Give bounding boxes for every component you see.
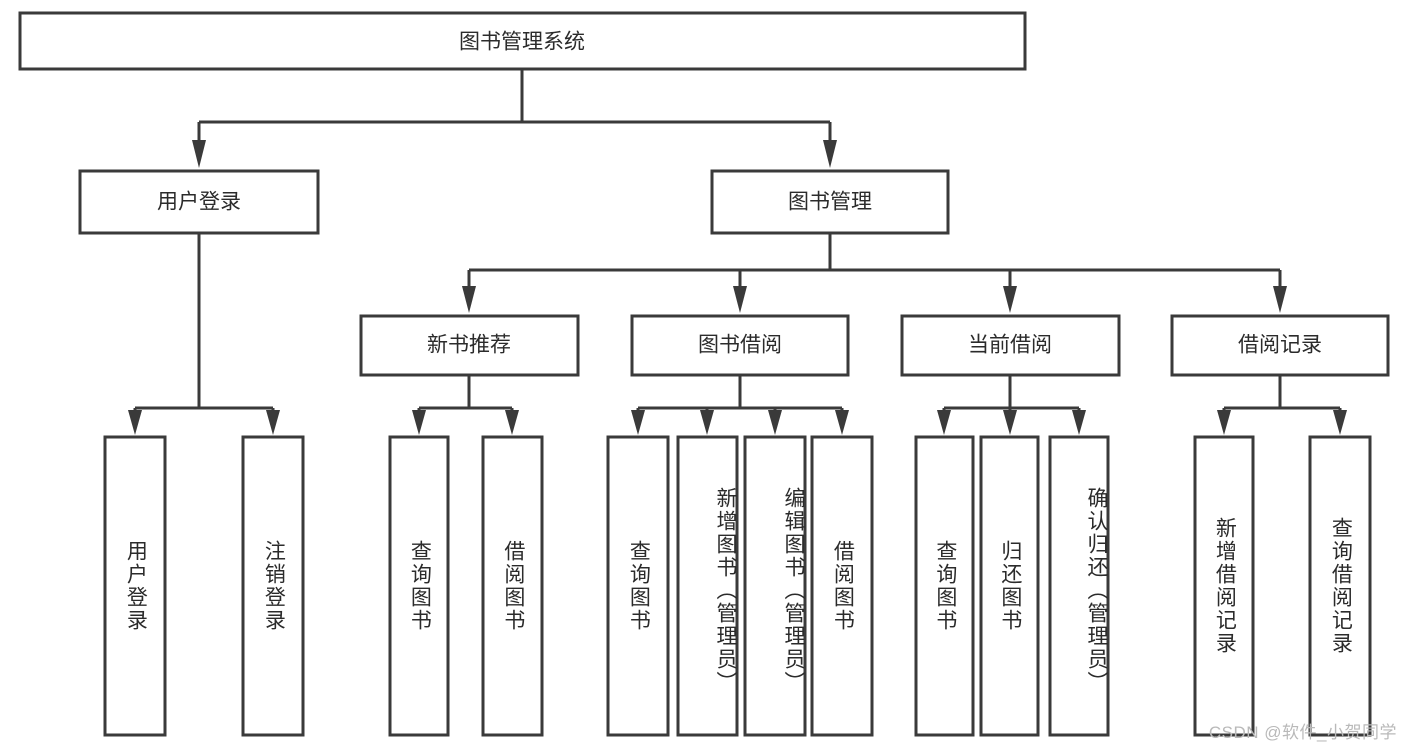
arrowhead-new-book-rec (462, 286, 476, 313)
arrowhead-leaf-query-book-1 (412, 410, 426, 435)
arrowhead-leaf-query-book-3 (937, 410, 951, 435)
leaf-box-edit-book[interactable] (743, 435, 807, 737)
arrowhead-book-manage (823, 140, 837, 168)
arrowhead-book-borrow (733, 286, 747, 313)
node-book-manage-box[interactable] (710, 169, 950, 235)
arrowhead-leaf-borrow-book-2 (835, 410, 849, 435)
node-root-box[interactable] (18, 11, 1027, 71)
leaf-box-borrow-book-2[interactable] (810, 435, 874, 737)
arrowhead-leaf-query-book-2 (631, 410, 645, 435)
arrowhead-borrow-record (1273, 286, 1287, 313)
arrowhead-leaf-add-book (700, 410, 714, 435)
arrowhead-leaf-query-record (1333, 410, 1347, 435)
node-borrow-record-box[interactable] (1170, 314, 1390, 377)
connector-group-current-borrow (937, 375, 1086, 435)
connector-group-borrow-record (1217, 375, 1347, 435)
arrowhead-user-login (192, 140, 206, 168)
arrowhead-leaf-user-login (128, 410, 142, 435)
leaf-box-query-record[interactable] (1308, 435, 1372, 737)
node-book-manage[interactable]: 图书管理 (710, 169, 950, 235)
node-root-label: 图书管理系统 (459, 31, 585, 54)
arrowhead-leaf-confirm-return (1072, 410, 1086, 435)
node-book-borrow-box[interactable] (630, 314, 850, 377)
node-new-book-rec-box[interactable] (359, 314, 580, 377)
node-book-borrow-label: 图书借阅 (698, 334, 782, 357)
connector-group-book-manage (462, 233, 1287, 313)
connector-group-root (192, 69, 837, 168)
node-book-manage-label: 图书管理 (788, 191, 872, 214)
arrowhead-leaf-add-record (1217, 410, 1231, 435)
node-user-login[interactable]: 用户登录 (78, 169, 320, 235)
leaf-box-return-book[interactable] (979, 435, 1040, 737)
node-new-book-rec-label: 新书推荐 (427, 334, 511, 357)
leaf-box-confirm-return[interactable] (1048, 435, 1110, 737)
leaf-box-query-book-1[interactable] (388, 435, 450, 737)
arrowhead-current-borrow (1003, 286, 1017, 313)
leaf-box-logout[interactable] (241, 435, 305, 737)
leaf-box-query-book-3[interactable] (914, 435, 975, 737)
node-user-login-label: 用户登录 (157, 191, 241, 214)
arrowhead-leaf-logout (266, 410, 280, 435)
leaf-box-borrow-book-1[interactable] (481, 435, 544, 737)
arrowhead-leaf-edit-book (768, 410, 782, 435)
node-current-borrow-label: 当前借阅 (968, 334, 1052, 357)
leaf-nodes-group (103, 435, 1372, 737)
node-user-login-box[interactable] (78, 169, 320, 235)
connector-group-book-borrow (631, 375, 849, 435)
node-new-book-rec[interactable]: 新书推荐 (359, 314, 580, 377)
arrowhead-leaf-borrow-book-1 (505, 410, 519, 435)
leaf-box-user-login[interactable] (103, 435, 167, 737)
node-borrow-record-label: 借阅记录 (1238, 334, 1322, 357)
leaf-box-add-record[interactable] (1193, 435, 1255, 737)
connector-group-new-book-rec (412, 375, 519, 435)
watermark-text: CSDN @软件_小贺同学 (1208, 723, 1397, 742)
arrowhead-leaf-return-book (1003, 410, 1017, 435)
node-current-borrow[interactable]: 当前借阅 (900, 314, 1121, 377)
connector-group-user-login (128, 233, 280, 435)
node-book-borrow[interactable]: 图书借阅 (630, 314, 850, 377)
leaf-box-query-book-2[interactable] (606, 435, 670, 737)
node-current-borrow-box[interactable] (900, 314, 1121, 377)
node-root[interactable]: 图书管理系统 (18, 11, 1027, 71)
node-borrow-record[interactable]: 借阅记录 (1170, 314, 1390, 377)
leaf-box-add-book[interactable] (676, 435, 739, 737)
